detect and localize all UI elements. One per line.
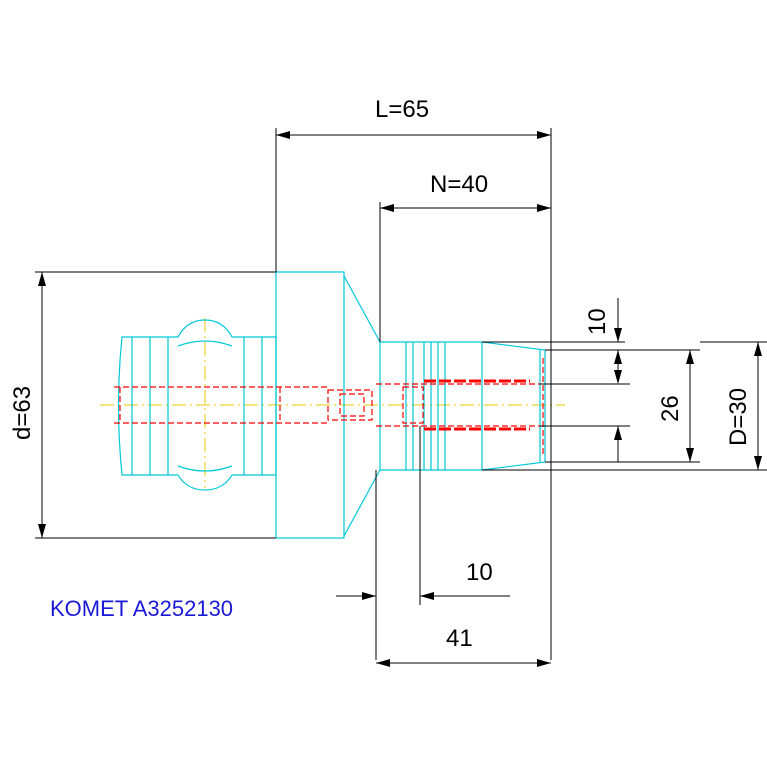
dim-bottom-step-label: 10 <box>466 559 493 586</box>
centerlines <box>100 318 565 488</box>
dim-n-label: N=40 <box>430 171 488 198</box>
dim-D-label: D=30 <box>725 388 752 446</box>
dim-bore-label: 26 <box>657 395 684 422</box>
dim-d-label: d=63 <box>9 386 36 440</box>
dim-41-label: 41 <box>446 625 473 652</box>
dimension-lines <box>35 128 767 667</box>
dim-l-label: L=65 <box>375 96 429 123</box>
product-label: KOMET A3252130 <box>50 596 233 621</box>
tool-outline <box>117 271 546 539</box>
hidden-bore <box>114 358 544 455</box>
dim-top-step-label: 10 <box>584 308 611 335</box>
